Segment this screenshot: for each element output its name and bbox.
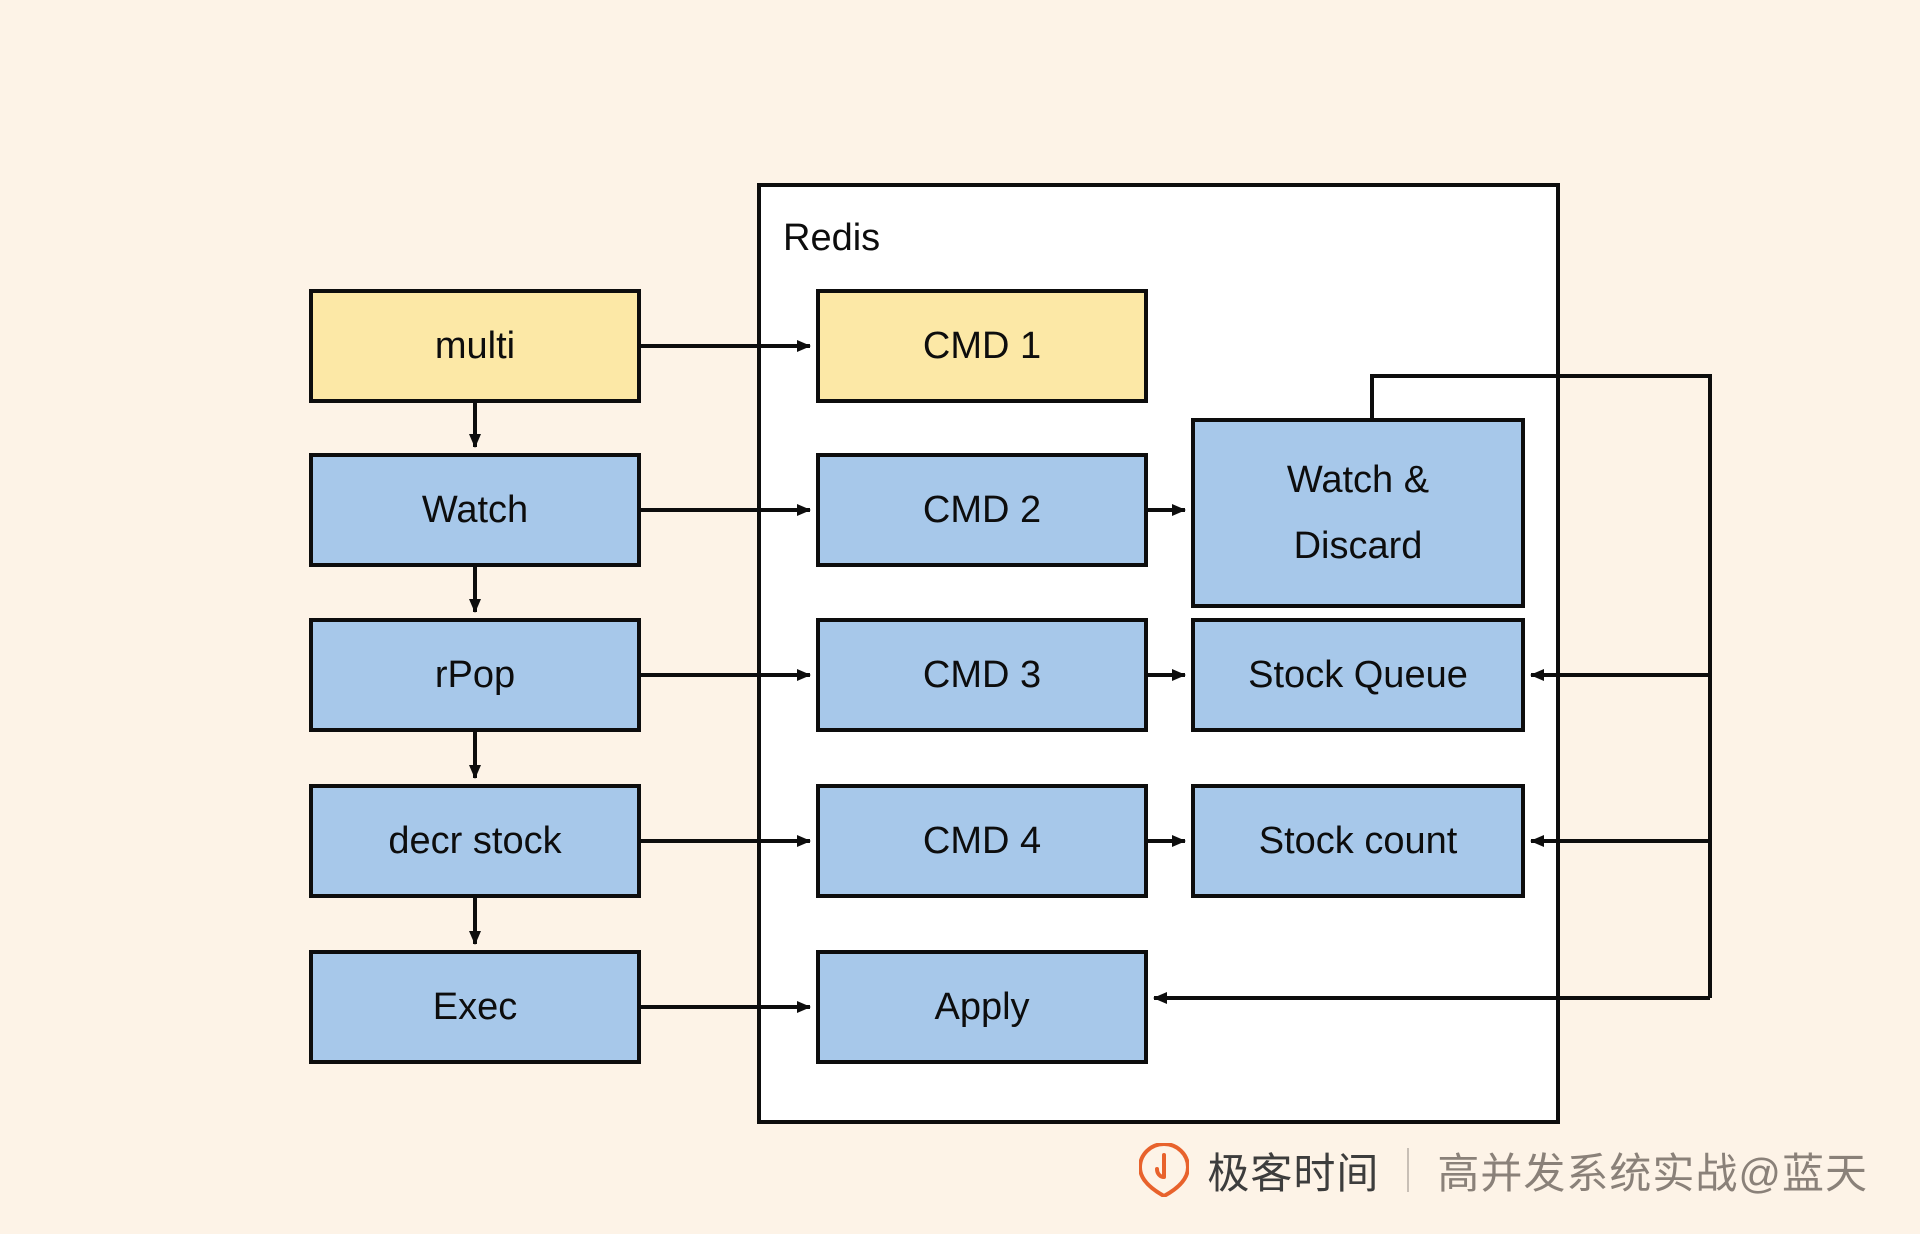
geekbang-logo-icon xyxy=(1138,1141,1191,1199)
node-stock-count-label: Stock count xyxy=(1259,820,1458,862)
node-cmd3-label: CMD 3 xyxy=(923,654,1041,696)
node-watch-discard-label-line2: Discard xyxy=(1294,525,1423,567)
node-stock-count[interactable]: Stock count xyxy=(1191,784,1525,898)
watermark-separator xyxy=(1407,1148,1410,1192)
node-decr-stock-label: decr stock xyxy=(388,820,562,862)
node-apply-label: Apply xyxy=(934,986,1029,1028)
node-cmd3[interactable]: CMD 3 xyxy=(816,618,1148,732)
node-cmd4[interactable]: CMD 4 xyxy=(816,784,1148,898)
node-cmd4-label: CMD 4 xyxy=(923,820,1041,862)
node-exec[interactable]: Exec xyxy=(309,950,641,1064)
watermark-brand: 极客时间 xyxy=(1207,1149,1380,1197)
watermark: 极客时间 高并发系统实战@蓝天 xyxy=(1138,1138,1868,1202)
node-cmd1-label: CMD 1 xyxy=(923,325,1041,367)
node-watch-discard[interactable]: Watch & Discard xyxy=(1191,418,1525,608)
redis-container-label: Redis xyxy=(783,217,880,259)
node-rpop[interactable]: rPop xyxy=(309,618,641,732)
node-cmd1[interactable]: CMD 1 xyxy=(816,289,1148,403)
node-watch[interactable]: Watch xyxy=(309,453,641,567)
node-watch-label: Watch xyxy=(422,489,528,531)
node-stock-queue-label: Stock Queue xyxy=(1248,654,1468,696)
node-watch-discard-label-line1: Watch & xyxy=(1287,459,1429,501)
node-stock-queue[interactable]: Stock Queue xyxy=(1191,618,1525,732)
node-cmd2-label: CMD 2 xyxy=(923,489,1041,531)
node-cmd2[interactable]: CMD 2 xyxy=(816,453,1148,567)
node-decr-stock[interactable]: decr stock xyxy=(309,784,641,898)
node-apply[interactable]: Apply xyxy=(816,950,1148,1064)
node-rpop-label: rPop xyxy=(435,654,515,696)
watermark-course: 高并发系统实战@蓝天 xyxy=(1437,1149,1868,1197)
node-multi-label: multi xyxy=(435,325,515,367)
edge-watch-discard-feedback-bus xyxy=(1370,374,1712,998)
node-exec-label: Exec xyxy=(433,986,517,1028)
node-multi[interactable]: multi xyxy=(309,289,641,403)
